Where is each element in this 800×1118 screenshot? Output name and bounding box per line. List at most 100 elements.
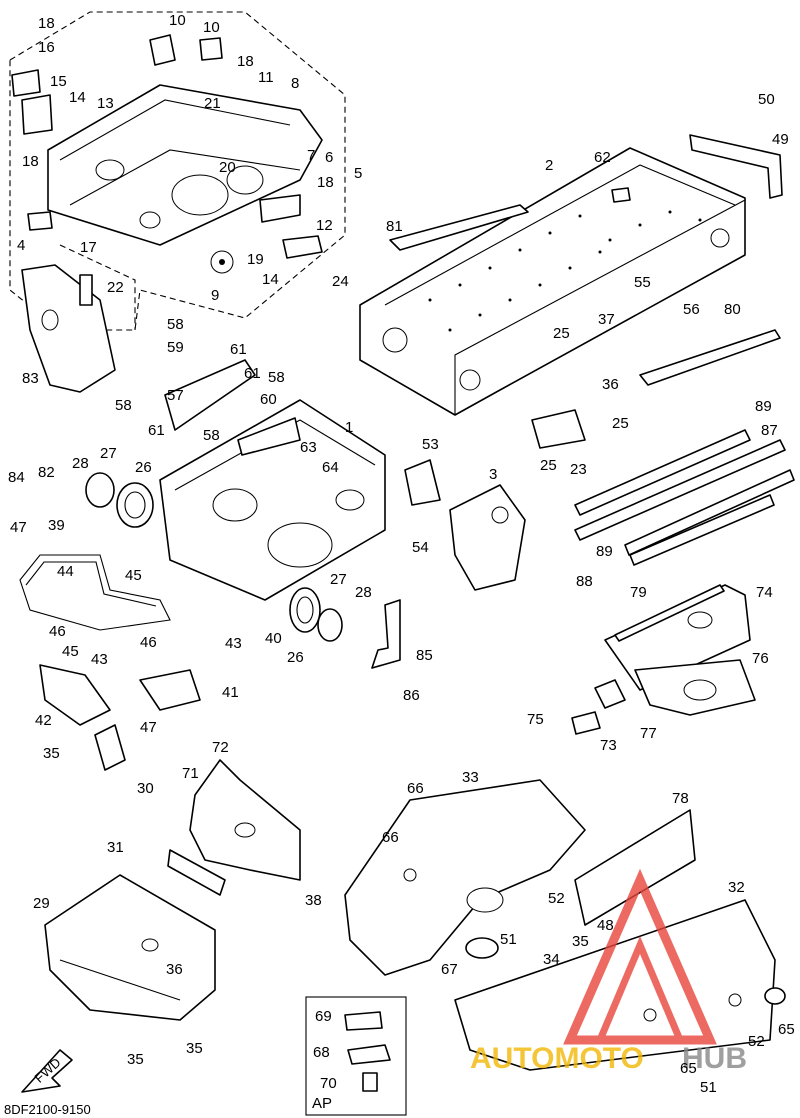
- callout-37: 37: [598, 311, 615, 328]
- callout-36: 36: [602, 376, 619, 393]
- callout-10: 10: [169, 12, 186, 29]
- callout-68: 68: [313, 1044, 330, 1061]
- strip-80: [639, 329, 781, 386]
- panel-74: [604, 584, 751, 691]
- watermark-text-part2: HUB: [682, 1042, 747, 1075]
- callout-25: 25: [612, 415, 629, 432]
- callout-65: 65: [778, 1021, 795, 1038]
- plate-53: [404, 459, 441, 506]
- callout-66: 66: [407, 780, 424, 797]
- callout-75: 75: [527, 711, 544, 728]
- bracket-4: [21, 264, 116, 393]
- callout-88: 88: [576, 573, 593, 590]
- callout-61: 61: [244, 365, 261, 382]
- callout-46: 46: [140, 634, 157, 651]
- callout-52: 52: [548, 890, 565, 907]
- callout-1: 1: [345, 419, 353, 436]
- callout-52: 52: [748, 1033, 765, 1050]
- watermark-text-part1: AUTOMOTO: [470, 1042, 644, 1075]
- panel-71: [189, 759, 301, 881]
- callout-5: 5: [354, 165, 362, 182]
- cowl-29: [44, 874, 216, 1021]
- callout-65: 65: [680, 1060, 697, 1077]
- callout-27: 27: [330, 571, 347, 588]
- callout-19: 19: [247, 251, 264, 268]
- callout-12: 12: [316, 217, 333, 234]
- callout-9: 9: [211, 287, 219, 304]
- callout-47: 47: [140, 719, 157, 736]
- callout-78: 78: [672, 790, 689, 807]
- ap-label: AP: [312, 1095, 332, 1112]
- boot-26-left: [116, 482, 154, 528]
- ap-inset: AP: [305, 996, 407, 1116]
- panel-77: [634, 659, 756, 716]
- callout-85: 85: [416, 647, 433, 664]
- callout-47: 47: [10, 519, 27, 536]
- callout-18: 18: [317, 174, 334, 191]
- callout-35: 35: [43, 745, 60, 762]
- callout-71: 71: [182, 765, 199, 782]
- callout-58: 58: [203, 427, 220, 444]
- callout-23: 23: [570, 461, 587, 478]
- main-tunnel-2: [359, 147, 746, 416]
- callout-39: 39: [48, 517, 65, 534]
- callout-28: 28: [72, 455, 89, 472]
- pad-73: [594, 679, 626, 709]
- front-frame-subassembly: [11, 34, 323, 274]
- callout-63: 63: [300, 439, 317, 456]
- callout-35: 35: [127, 1051, 144, 1068]
- callout-51: 51: [500, 931, 517, 948]
- callout-41: 41: [222, 684, 239, 701]
- callout-53: 53: [422, 436, 439, 453]
- callout-22: 22: [107, 279, 124, 296]
- pad-75: [571, 711, 601, 735]
- callout-14: 14: [262, 271, 279, 288]
- callout-25: 25: [540, 457, 557, 474]
- callout-28: 28: [355, 584, 372, 601]
- callout-32: 32: [728, 879, 745, 896]
- diagram-code: 8DF2100-9150: [4, 1102, 91, 1117]
- callout-58: 58: [167, 316, 184, 333]
- callout-13: 13: [97, 95, 114, 112]
- callout-14: 14: [69, 89, 86, 106]
- callout-44: 44: [57, 563, 74, 580]
- callout-35: 35: [186, 1040, 203, 1057]
- rails-87-88: [574, 429, 795, 566]
- callout-27: 27: [100, 445, 117, 462]
- callout-56: 56: [683, 301, 700, 318]
- bracket-49: [689, 134, 783, 199]
- callout-70: 70: [320, 1075, 337, 1092]
- engine-frame-1: [159, 359, 386, 601]
- callout-24: 24: [332, 273, 349, 290]
- callout-29: 29: [33, 895, 50, 912]
- callout-30: 30: [137, 780, 154, 797]
- callout-83: 83: [22, 370, 39, 387]
- callout-7: 7: [307, 147, 315, 164]
- boot-26-right: [289, 587, 321, 633]
- callout-18: 18: [237, 53, 254, 70]
- bracket-3: [449, 484, 526, 591]
- callout-73: 73: [600, 737, 617, 754]
- callout-10: 10: [203, 19, 220, 36]
- callout-17: 17: [80, 239, 97, 256]
- gasket-27-right: [317, 608, 343, 642]
- bumper-39: [19, 554, 171, 631]
- callout-31: 31: [107, 839, 124, 856]
- callout-80: 80: [724, 301, 741, 318]
- callout-18: 18: [38, 15, 55, 32]
- callout-61: 61: [148, 422, 165, 439]
- callout-2: 2: [545, 157, 553, 174]
- callout-21: 21: [204, 95, 221, 112]
- gasket-27-left: [85, 472, 115, 508]
- strip-79: [614, 584, 725, 642]
- callout-89: 89: [755, 398, 772, 415]
- callout-59: 59: [167, 339, 184, 356]
- callout-8: 8: [291, 75, 299, 92]
- callout-40: 40: [265, 630, 282, 647]
- callout-6: 6: [325, 149, 333, 166]
- callout-49: 49: [772, 131, 789, 148]
- callout-58: 58: [115, 397, 132, 414]
- callout-77: 77: [640, 725, 657, 742]
